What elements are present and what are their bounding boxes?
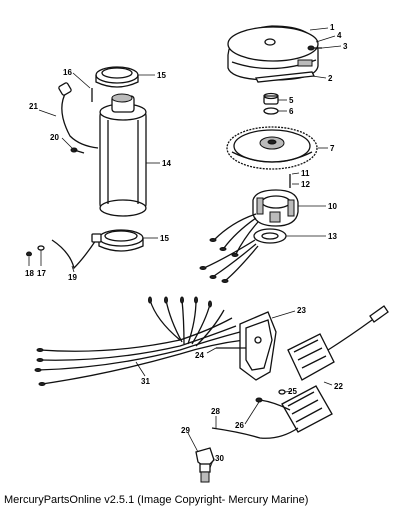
callout-14: 14	[162, 159, 171, 168]
callout-4: 4	[337, 31, 342, 40]
starter-upper-cap	[95, 66, 139, 88]
starter-lower-cap	[98, 229, 144, 252]
spark-plug	[199, 463, 211, 483]
callout-19: 19	[68, 273, 77, 282]
callout-24: 24	[195, 351, 204, 360]
callout-21: 21	[29, 102, 38, 111]
image-caption: MercuryPartsOnline v2.5.1 (Image Copyrig…	[4, 494, 309, 506]
callout-10: 10	[328, 202, 337, 211]
diagram-canvas: 1 2 3 4 5 6 7 10 11 12 13 14 15 15 16 17…	[25, 23, 389, 483]
flywheel-nut	[263, 92, 279, 105]
cable-terminal	[58, 82, 72, 96]
cover-screw	[307, 45, 322, 51]
starter-motor	[99, 93, 147, 217]
stator	[252, 189, 299, 227]
callout-30: 30	[215, 454, 224, 463]
ground-lead	[255, 389, 291, 411]
callout-29: 29	[181, 426, 190, 435]
ground-bolt	[26, 245, 45, 257]
flywheel-cover	[227, 25, 319, 81]
callout-13: 13	[328, 232, 337, 241]
callout-25: 25	[288, 387, 297, 396]
callout-12: 12	[301, 180, 310, 189]
callout-15-lower: 15	[160, 234, 169, 243]
trigger	[253, 228, 287, 244]
switch-box-upper	[287, 333, 335, 381]
callout-28: 28	[211, 407, 220, 416]
callout-31: 31	[141, 377, 150, 386]
callout-15-upper: 15	[157, 71, 166, 80]
callout-17: 17	[37, 269, 46, 278]
flywheel-washer	[263, 107, 279, 115]
flywheel	[226, 126, 318, 170]
callout-2: 2	[328, 74, 333, 83]
stator-leads	[199, 213, 259, 283]
callout-3: 3	[343, 42, 348, 51]
coil-lead	[327, 319, 373, 351]
callout-7: 7	[330, 144, 335, 153]
spark-plug-lead	[211, 427, 299, 439]
callout-23: 23	[297, 306, 306, 315]
callout-11: 11	[301, 169, 310, 178]
wire-harness	[34, 296, 245, 386]
callout-22: 22	[334, 382, 343, 391]
callout-26: 26	[235, 421, 244, 430]
callout-18: 18	[25, 269, 34, 278]
cable-screw	[70, 147, 85, 154]
callout-labels: 1 2 3 4 5 6 7 10 11 12 13 14 15 15 16 17…	[25, 23, 348, 463]
ground-cable	[51, 239, 97, 270]
starter-cable	[61, 91, 99, 149]
callout-20: 20	[50, 133, 59, 142]
callout-5: 5	[289, 96, 294, 105]
mounting-bracket	[239, 311, 277, 381]
switch-box-lower	[281, 385, 333, 433]
callout-6: 6	[289, 107, 294, 116]
callout-1: 1	[330, 23, 335, 32]
callout-16: 16	[63, 68, 72, 77]
leader-lines	[28, 27, 342, 469]
